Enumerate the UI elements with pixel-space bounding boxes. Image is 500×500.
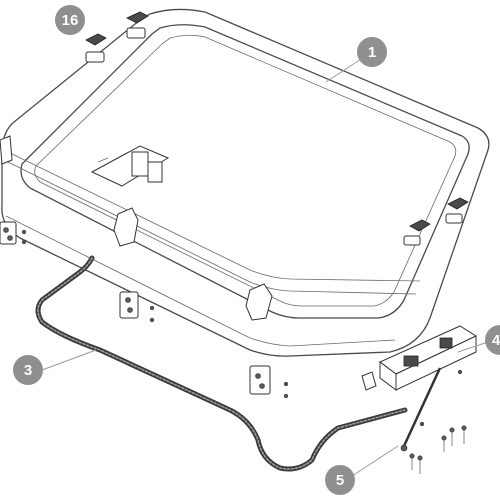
screws: [21, 229, 467, 474]
operating-rod: [400, 367, 442, 452]
callout-5: 5: [325, 465, 355, 495]
seal-strip: [35, 255, 408, 472]
mounting-brackets: [0, 221, 271, 395]
callout-3: 3: [13, 355, 43, 385]
callout-4-label: 4: [492, 332, 500, 349]
leader-lines: [41, 51, 489, 477]
center-latch: [90, 145, 170, 187]
callout-1-label: 1: [368, 44, 376, 61]
callout-16-label: 16: [62, 12, 79, 29]
top-clips: [85, 11, 469, 246]
callout-1: 1: [357, 37, 387, 67]
callout-16: 16: [55, 5, 85, 35]
front-hinges: [0, 135, 273, 321]
callout-4: 4: [485, 325, 500, 355]
callout-3-label: 3: [24, 362, 32, 379]
callout-5-label: 5: [336, 472, 344, 489]
latch-unit: [361, 325, 478, 391]
window-frame: [1, 8, 490, 357]
